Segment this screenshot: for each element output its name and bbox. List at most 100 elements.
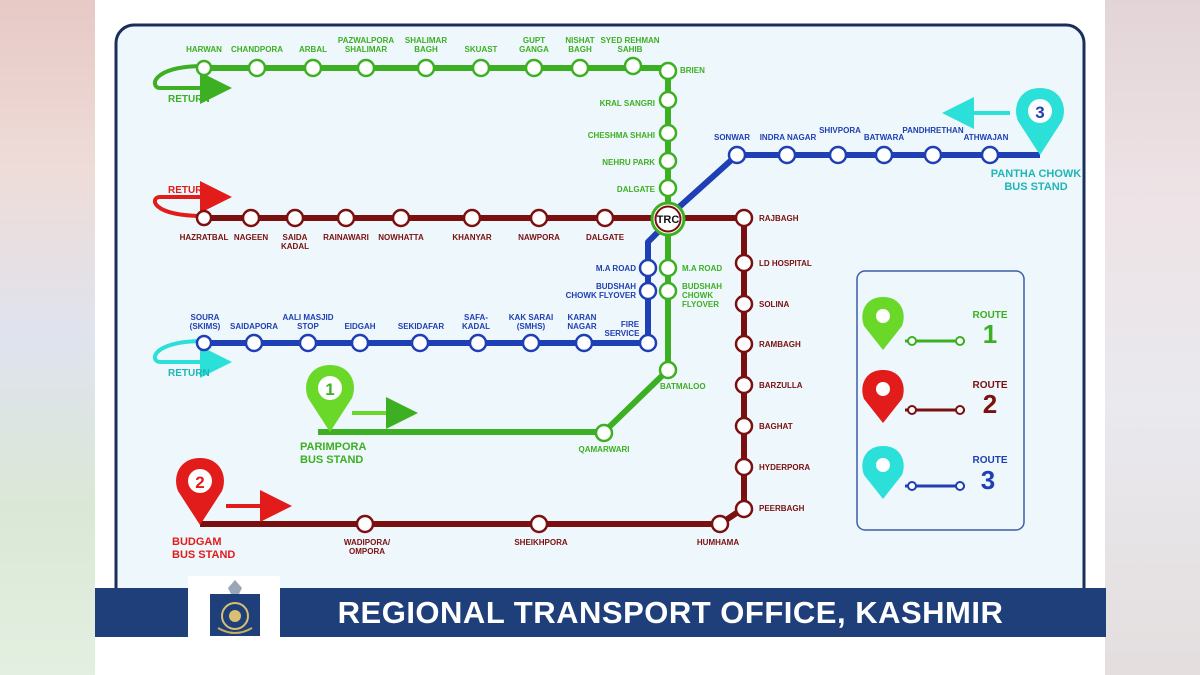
station-ld-hospital[interactable] bbox=[734, 253, 754, 273]
label-rajbagh: RAJBAGH bbox=[759, 214, 799, 223]
legend: ROUTE 1 ROUTE 2 ROUTE 3 bbox=[856, 270, 1025, 531]
station-dalgate-r1[interactable] bbox=[658, 178, 678, 198]
station-peerbagh[interactable] bbox=[734, 499, 754, 519]
station-baghat[interactable] bbox=[734, 416, 754, 436]
station-nawpora[interactable] bbox=[529, 208, 549, 228]
label-saida-2: KADAL bbox=[281, 242, 309, 251]
station-hyderpora[interactable] bbox=[734, 457, 754, 477]
page-title: REGIONAL TRANSPORT OFFICE, KASHMIR bbox=[337, 595, 1004, 630]
station-rajbagh[interactable] bbox=[734, 208, 754, 228]
label-sonwar: SONWAR bbox=[714, 133, 750, 142]
station-sheikhpora[interactable] bbox=[529, 514, 549, 534]
station-soura[interactable] bbox=[195, 334, 213, 352]
label-karan-1: KARAN bbox=[568, 313, 597, 322]
label-budshah-r3-2: CHOWK FLYOVER bbox=[566, 291, 637, 300]
station-pazwalpora[interactable] bbox=[356, 58, 376, 78]
label-kaksarai-2: (SMHS) bbox=[517, 322, 546, 331]
station-chandpora[interactable] bbox=[247, 58, 267, 78]
pin-2-number: 2 bbox=[195, 473, 204, 492]
station-brien[interactable] bbox=[658, 61, 678, 81]
label-cheshma: CHESHMA SHAHI bbox=[588, 131, 655, 140]
budgam-line1: BUDGAM bbox=[172, 536, 222, 548]
station-nishat-bagh[interactable] bbox=[570, 58, 590, 78]
station-saidapora[interactable] bbox=[244, 333, 264, 353]
station-humhama[interactable] bbox=[710, 514, 730, 534]
station-kak-sarai[interactable] bbox=[521, 333, 541, 353]
label-maroad-r3: M.A ROAD bbox=[596, 264, 636, 273]
station-nehru-park[interactable] bbox=[658, 151, 678, 171]
station-rambagh[interactable] bbox=[734, 334, 754, 354]
station-nageen[interactable] bbox=[241, 208, 261, 228]
station-shalimar-bagh[interactable] bbox=[416, 58, 436, 78]
station-batmaloo[interactable] bbox=[658, 360, 678, 380]
label-arbal: ARBAL bbox=[299, 45, 327, 54]
label-rambagh: RAMBAGH bbox=[759, 340, 801, 349]
station-pandhrethan[interactable] bbox=[923, 145, 943, 165]
parimpora-terminal[interactable]: 1 PARIMPORA BUS STAND bbox=[300, 365, 418, 466]
label-syed-2: SAHIB bbox=[618, 45, 643, 54]
station-ma-road-r3[interactable] bbox=[638, 258, 658, 278]
station-indra-nagar[interactable] bbox=[777, 145, 797, 165]
label-barzulla: BARZULLA bbox=[759, 381, 803, 390]
station-aali-masjid[interactable] bbox=[298, 333, 318, 353]
station-karan-nagar[interactable] bbox=[574, 333, 594, 353]
station-syed-rehman-sahib[interactable] bbox=[623, 56, 643, 76]
station-rainawari[interactable] bbox=[336, 208, 356, 228]
legend-1-word: ROUTE bbox=[973, 310, 1008, 321]
station-shivpora[interactable] bbox=[828, 145, 848, 165]
station-saida-kadal[interactable] bbox=[285, 208, 305, 228]
legend-route-2: ROUTE 2 bbox=[862, 370, 1008, 423]
label-safa-2: KADAL bbox=[462, 322, 490, 331]
station-nowhatta[interactable] bbox=[391, 208, 411, 228]
trc-hub[interactable]: TRC bbox=[650, 201, 686, 237]
station-harwan[interactable] bbox=[195, 59, 213, 77]
station-batwara[interactable] bbox=[874, 145, 894, 165]
station-khanyar[interactable] bbox=[462, 208, 482, 228]
parimpora-line2: BUS STAND bbox=[300, 454, 363, 466]
return-label-red: RETURN bbox=[168, 185, 210, 196]
budgam-terminal[interactable]: 2 BUDGAM BUS STAND bbox=[172, 458, 292, 561]
return-loop-cyan: RETURN bbox=[152, 339, 232, 379]
station-dalgate-r2[interactable] bbox=[595, 208, 615, 228]
station-fire-service[interactable] bbox=[638, 333, 658, 353]
station-cheshma-shahi[interactable] bbox=[658, 123, 678, 143]
station-qamarwari[interactable] bbox=[594, 423, 614, 443]
station-wadipora[interactable] bbox=[355, 514, 375, 534]
station-barzulla[interactable] bbox=[734, 375, 754, 395]
label-harwan: HARWAN bbox=[186, 45, 222, 54]
legend-1-number: 1 bbox=[983, 319, 997, 349]
label-soura-1: SOURA bbox=[191, 313, 220, 322]
station-skuast[interactable] bbox=[471, 58, 491, 78]
label-shalimar-1: SHALIMAR bbox=[405, 36, 447, 45]
station-solina[interactable] bbox=[734, 294, 754, 314]
pantha-chowk-terminal[interactable]: 3 PANTHA CHOWK BUS STAND bbox=[942, 88, 1081, 193]
station-ma-road-r1[interactable] bbox=[658, 258, 678, 278]
station-eidgah[interactable] bbox=[350, 333, 370, 353]
label-aali-1: AALI MASJID bbox=[282, 313, 333, 322]
label-saida-1: SAIDA bbox=[283, 233, 308, 242]
trc-label: TRC bbox=[657, 214, 680, 226]
label-safa-1: SAFA- bbox=[464, 313, 488, 322]
station-hazratbal[interactable] bbox=[195, 209, 213, 227]
station-athwajan[interactable] bbox=[980, 145, 1000, 165]
station-sonwar[interactable] bbox=[727, 145, 747, 165]
label-nehru: NEHRU PARK bbox=[602, 158, 655, 167]
station-gupt-ganga[interactable] bbox=[524, 58, 544, 78]
label-indra: INDRA NAGAR bbox=[760, 133, 817, 142]
route-2-stations bbox=[195, 208, 754, 534]
station-budshah-chowk-r1[interactable] bbox=[658, 281, 678, 301]
label-chandpora: CHANDPORA bbox=[231, 45, 283, 54]
right-background bbox=[1105, 0, 1200, 675]
station-sekidafar[interactable] bbox=[410, 333, 430, 353]
station-kral-sangri[interactable] bbox=[658, 90, 678, 110]
legend-route-1: ROUTE 1 bbox=[862, 297, 1008, 350]
label-gupt-2: GANGA bbox=[519, 45, 549, 54]
station-budshah-chowk-r3[interactable] bbox=[638, 281, 658, 301]
route-2-labels: HAZRATBAL NAGEEN SAIDA KADAL RAINAWARI N… bbox=[180, 214, 812, 556]
label-hyderpora: HYDERPORA bbox=[759, 463, 810, 472]
station-safa-kadal[interactable] bbox=[468, 333, 488, 353]
station-arbal[interactable] bbox=[303, 58, 323, 78]
label-saidapora: SAIDAPORA bbox=[230, 322, 278, 331]
route-1-labels: HARWAN CHANDPORA ARBAL PAZWALPORA SHALIM… bbox=[186, 36, 722, 454]
